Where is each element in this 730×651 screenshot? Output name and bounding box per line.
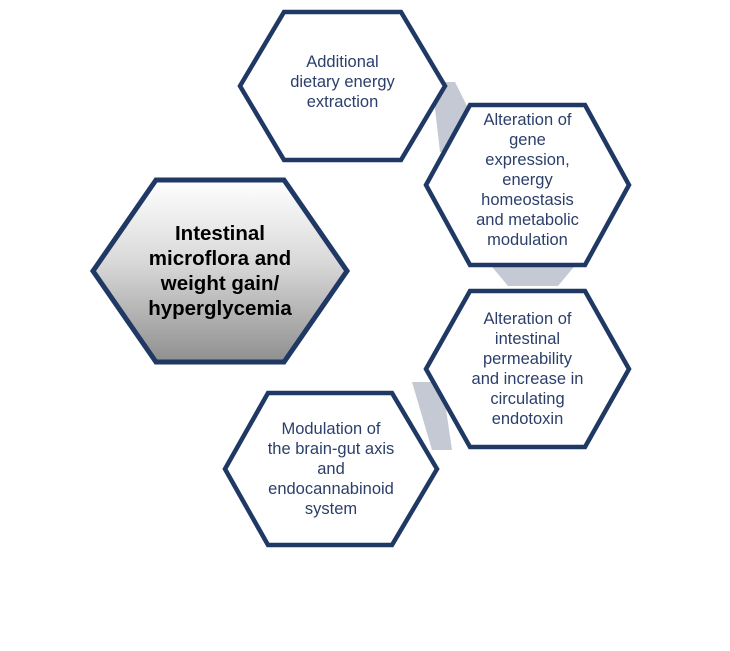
dietary-energy-label: Additional dietary energy extraction: [290, 53, 395, 111]
intestinal-permeability-label: Alteration of intestinal permeability an…: [471, 310, 584, 428]
gene-expression-label: Alteration of gene expression, energy ho…: [476, 111, 579, 249]
center-hexagon: [89, 177, 351, 365]
brain-gut-axis-label: Modulation of the brain-gut axis and end…: [267, 420, 395, 518]
hexagon-gene-expression: [423, 102, 632, 268]
hexagon-brain-gut-axis: [222, 390, 440, 548]
hexagon-intestinal-permeability: [423, 288, 632, 450]
center-label: Intestinal microflora and weight gain/ h…: [148, 222, 292, 320]
connector-2-3: [488, 262, 578, 286]
hexagon-dietary-energy: [237, 9, 448, 163]
